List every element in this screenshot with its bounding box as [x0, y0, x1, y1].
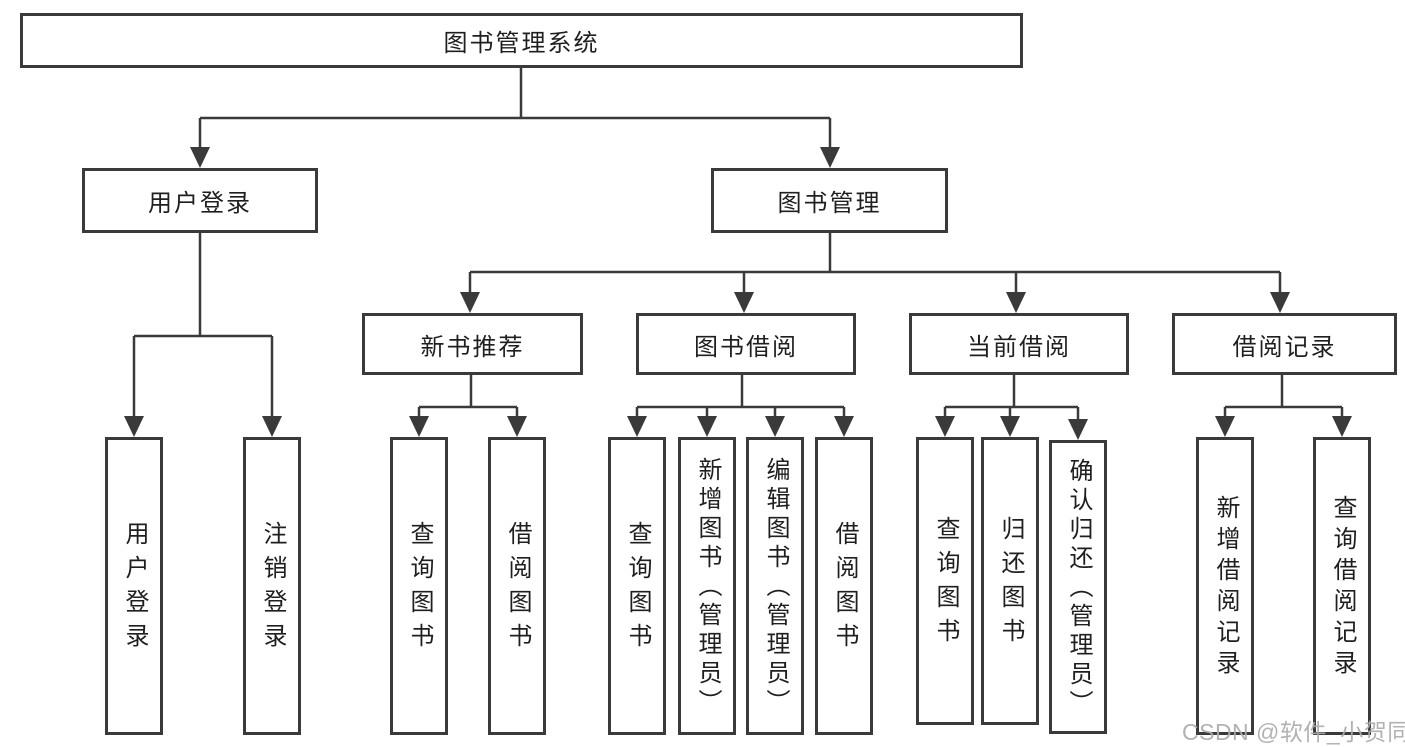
node-leaf-edit-books-admin: 编辑图书（管理员） [746, 437, 804, 735]
node-leaf-user-login-label: 用户登录 [121, 521, 148, 657]
node-leaf-query-books-newrec: 查询图书 [390, 437, 448, 735]
node-leaf-query-books-borrow: 查询图书 [608, 437, 666, 735]
node-new-book-recommend-label: 新书推荐 [420, 333, 525, 361]
node-leaf-user-login: 用户登录 [105, 437, 163, 735]
node-leaf-query-books-current-label: 查询图书 [932, 516, 959, 652]
node-root: 图书管理系统 [20, 13, 1023, 68]
node-leaf-query-borrow-record: 查询借阅记录 [1313, 437, 1371, 735]
node-book-management: 图书管理 [711, 168, 948, 233]
node-leaf-confirm-return-admin: 确认归还（管理员） [1049, 440, 1107, 734]
node-leaf-edit-books-admin-label: 编辑图书（管理员） [762, 457, 789, 718]
node-leaf-return-books-label: 归还图书 [997, 516, 1024, 652]
node-user-login: 用户登录 [82, 168, 318, 233]
node-book-borrowing-label: 图书借阅 [694, 333, 798, 361]
node-book-management-label: 图书管理 [777, 190, 882, 217]
node-leaf-add-borrow-record: 新增借阅记录 [1196, 437, 1254, 735]
node-current-borrowing-label: 当前借阅 [967, 333, 1071, 361]
node-new-book-recommend: 新书推荐 [362, 313, 583, 375]
node-leaf-add-books-admin-label: 新增图书（管理员） [694, 457, 721, 718]
node-leaf-query-borrow-record-label: 查询借阅记录 [1329, 495, 1356, 681]
node-borrowing-records: 借阅记录 [1172, 313, 1397, 375]
node-leaf-query-books-newrec-label: 查询图书 [406, 521, 433, 657]
node-user-login-label: 用户登录 [148, 190, 252, 217]
node-leaf-borrow-books-newrec-label: 借阅图书 [504, 521, 531, 657]
node-leaf-borrow-books-borrow: 借阅图书 [815, 437, 873, 735]
node-borrowing-records-label: 借阅记录 [1232, 333, 1337, 361]
node-leaf-borrow-books-borrow-label: 借阅图书 [831, 521, 858, 657]
node-leaf-confirm-return-admin-label: 确认归还（管理员） [1065, 458, 1092, 719]
node-book-borrowing: 图书借阅 [636, 313, 856, 375]
node-leaf-add-borrow-record-label: 新增借阅记录 [1212, 495, 1239, 681]
node-root-label: 图书管理系统 [443, 30, 600, 57]
node-current-borrowing: 当前借阅 [909, 313, 1129, 375]
csdn-watermark: CSDN @软件_小贺同学 [1182, 719, 1405, 745]
node-leaf-logout: 注销登录 [243, 437, 301, 735]
node-leaf-logout-label: 注销登录 [259, 521, 286, 657]
node-leaf-add-books-admin: 新增图书（管理员） [678, 437, 736, 735]
node-leaf-query-books-borrow-label: 查询图书 [624, 521, 651, 657]
node-leaf-borrow-books-newrec: 借阅图书 [488, 437, 546, 735]
node-leaf-return-books: 归还图书 [981, 437, 1039, 725]
node-leaf-query-books-current: 查询图书 [916, 437, 974, 725]
